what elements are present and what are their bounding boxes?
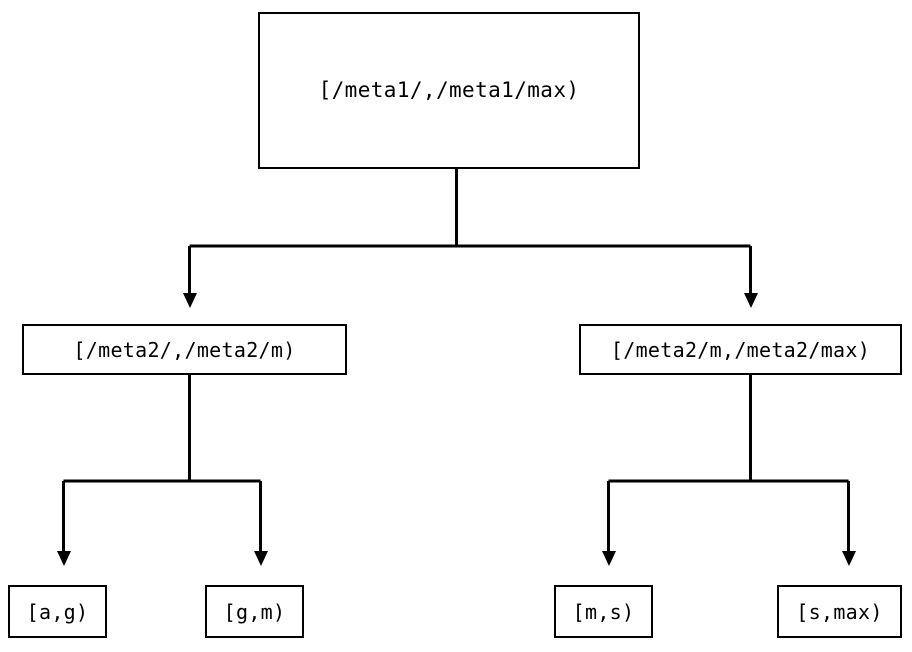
node-leaf-s-max-label: [s,max): [796, 599, 883, 624]
node-leaf-m-s-label: [m,s): [572, 599, 635, 624]
arrowhead-to-leaf2: [254, 551, 268, 566]
arrowhead-to-leaf1: [57, 551, 71, 566]
node-leaf-a-g-label: [a,g): [26, 599, 89, 624]
node-mid-left[interactable]: [/meta2/,/meta2/m): [22, 324, 347, 375]
node-leaf-m-s[interactable]: [m,s): [554, 585, 653, 638]
node-leaf-g-m[interactable]: [g,m): [205, 585, 304, 638]
node-mid-right-label: [/meta2/m,/meta2/max): [610, 337, 871, 362]
node-mid-right[interactable]: [/meta2/m,/meta2/max): [579, 324, 902, 375]
node-mid-left-label: [/meta2/,/meta2/m): [73, 337, 296, 362]
arrowhead-to-mid-left: [183, 293, 197, 308]
node-leaf-g-m-label: [g,m): [223, 599, 286, 624]
arrowhead-to-leaf3: [602, 551, 616, 566]
arrowhead-to-leaf4: [842, 551, 856, 566]
node-root-label: [/meta1/,/meta1/max): [318, 78, 580, 102]
node-leaf-a-g[interactable]: [a,g): [8, 585, 107, 638]
node-leaf-s-max[interactable]: [s,max): [777, 585, 902, 638]
arrowhead-to-mid-right: [744, 293, 758, 308]
node-root[interactable]: [/meta1/,/meta1/max): [258, 12, 640, 169]
